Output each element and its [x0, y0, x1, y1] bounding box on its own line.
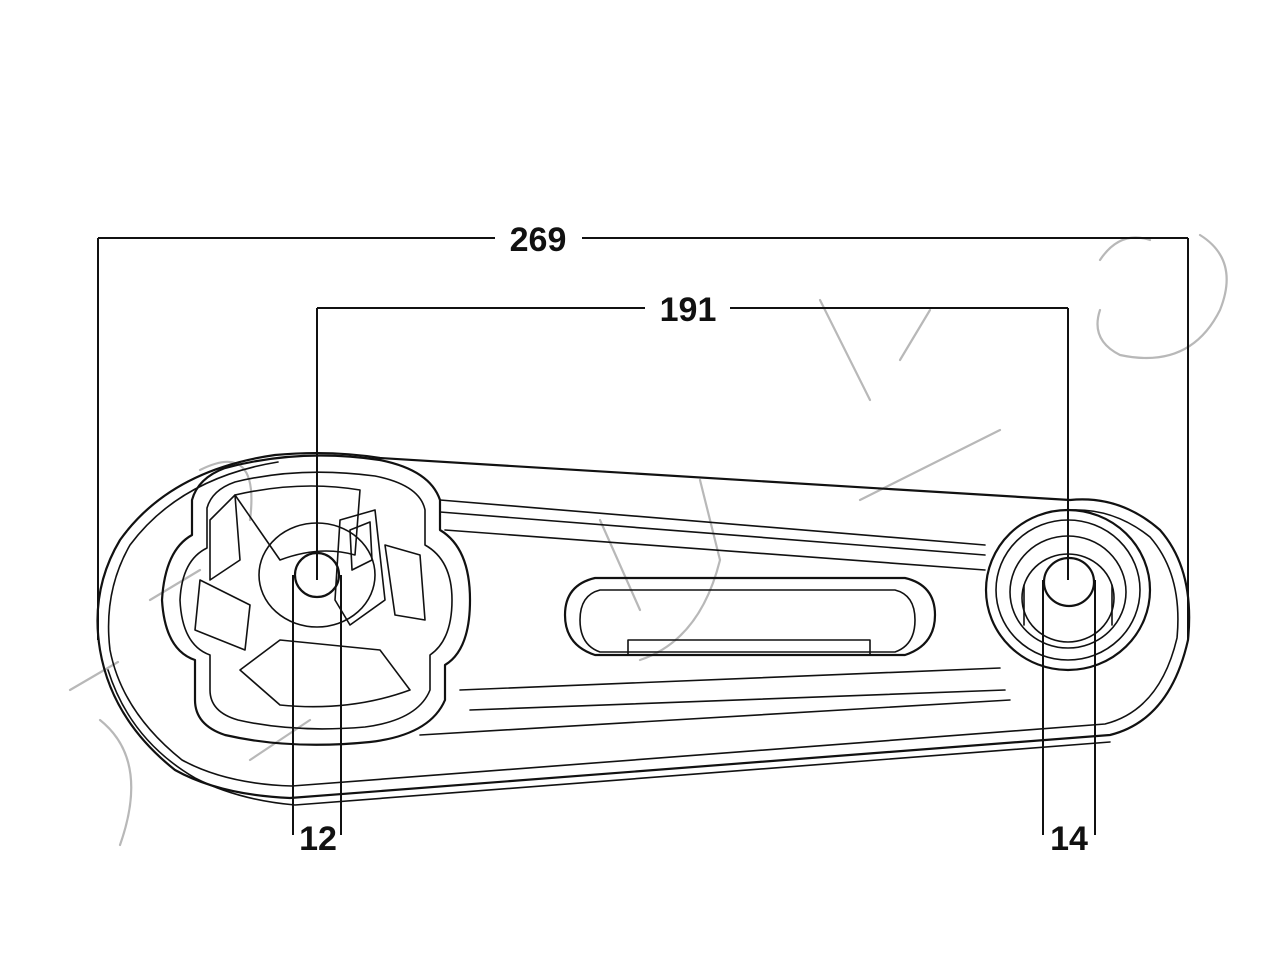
- brand-watermark: [68, 233, 1228, 847]
- right-bushing-ring-1: [995, 519, 1141, 661]
- slot-outer: [563, 576, 937, 657]
- arm-rib-top-3: [444, 529, 986, 571]
- dim-label-center-distance: 191: [660, 291, 717, 329]
- left-housing-web-3: [384, 544, 426, 621]
- left-housing-web-7: [349, 521, 373, 571]
- left-housing-inner: [179, 471, 453, 730]
- left-housing-outer: [160, 454, 472, 746]
- dimension-lines: [97, 237, 1189, 835]
- right-bushing-ring-3: [1021, 553, 1115, 643]
- arm-rib-bottom-3: [419, 699, 1011, 736]
- left-center-boss: [258, 522, 376, 628]
- slot-lip: [627, 639, 871, 656]
- arm-rib-bottom-1: [459, 667, 1001, 691]
- arm-rib-top-2: [439, 511, 986, 556]
- left-housing-web-4: [194, 579, 251, 651]
- dim-label-right-bore: 14: [1050, 820, 1088, 858]
- right-bushing-outer: [984, 508, 1152, 672]
- arm-rib-top-1: [439, 499, 986, 546]
- right-sleeve-sides: [1023, 584, 1113, 626]
- slot-inner: [579, 589, 916, 653]
- arm-rib-bottom-2: [469, 689, 1006, 711]
- right-bushing: [984, 508, 1152, 672]
- left-housing-web-1: [209, 494, 241, 581]
- dim-label-left-bore: 12: [299, 820, 337, 858]
- dim-label-overall-length: 269: [510, 221, 567, 259]
- left-bushing-housing: [160, 454, 472, 746]
- left-housing-web-5: [239, 639, 411, 708]
- mount-outer-body-inner-edge: [107, 461, 1179, 787]
- right-bushing-ring-2: [1009, 535, 1127, 649]
- center-slot: [563, 576, 937, 657]
- mount-outer-body: [96, 451, 1191, 800]
- left-bore-hole: [293, 551, 341, 599]
- left-housing-web-2: [234, 485, 361, 561]
- mount-lower-edge: [107, 669, 1111, 806]
- right-bore-hole: [1042, 556, 1096, 608]
- engine-mount-part: [96, 451, 1191, 806]
